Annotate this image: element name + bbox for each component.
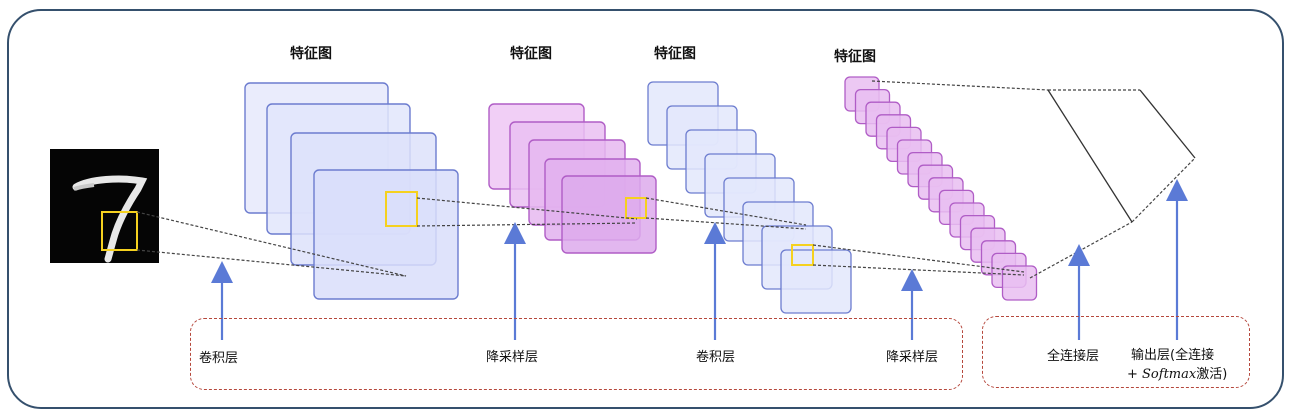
output-label-softmax: Softmax [1142,367,1197,382]
conv1-label: 卷积层 [199,351,239,366]
pool2-feature-maps [844,76,1038,301]
feature-map-title-1: 特征图 [290,46,332,62]
pool1-feature-maps [488,103,657,254]
conv2-feature-maps [647,81,852,314]
input-receptive-field [101,211,138,251]
pool1-label: 降采样层 [486,350,539,365]
output-label-line1: 输出层(全连接 [1131,348,1215,363]
feature-extraction-group [190,318,963,390]
conv2-label: 卷积层 [696,350,736,365]
feature-map-title-3: 特征图 [654,46,696,62]
output-label-line2: + Softmax激活) [1127,363,1227,382]
pool2-label: 降采样层 [886,350,939,365]
fc-lines [1047,89,1196,223]
output-label-suffix: 激活) [1196,367,1228,382]
feature-map-title-2: 特征图 [510,46,552,62]
fc-label: 全连接层 [1047,349,1100,364]
feature-map-title-4: 特征图 [834,49,876,65]
conv1-feature-maps [244,82,459,300]
pool2-map [1001,265,1038,301]
diagram-frame [7,9,1284,409]
pool1-highlight [625,197,647,219]
projection-lines [136,80,1196,279]
conv2-highlight [791,244,814,266]
output-label-prefix: + [1127,367,1143,382]
input-digit-image [50,149,159,263]
conv1-highlight [385,191,418,227]
classification-group [982,316,1250,388]
